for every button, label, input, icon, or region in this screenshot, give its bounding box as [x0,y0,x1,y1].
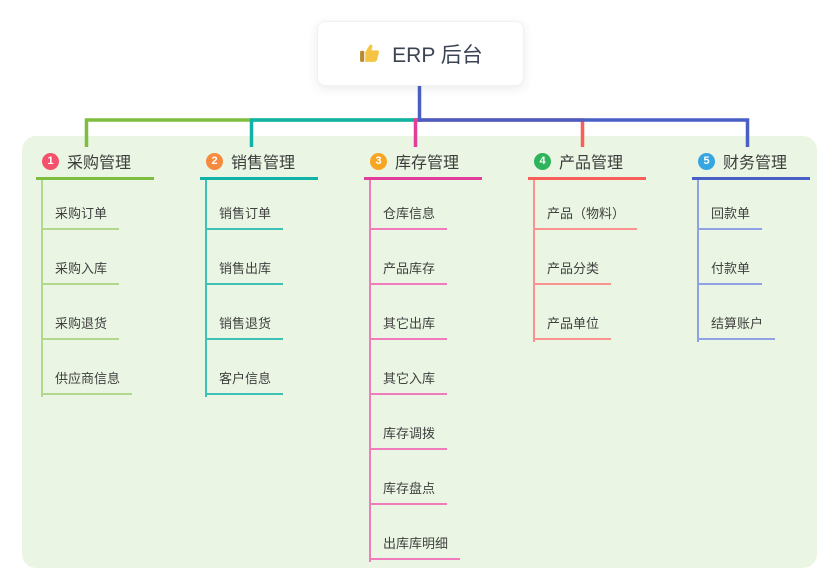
branch-number-badge: 3 [370,152,387,170]
child-node[interactable]: 付款单 [697,261,763,285]
branches-panel [22,136,817,568]
branch-trunk-line [41,180,43,397]
child-node[interactable]: 产品库存 [369,261,448,285]
child-node[interactable]: 采购退货 [41,316,120,340]
root-label: ERP 后台 [392,43,483,67]
child-node[interactable]: 出库库明细 [369,536,461,560]
branch-label: 库存管理 [395,155,460,172]
branch-label: 采购管理 [67,155,132,172]
child-node[interactable]: 库存调拨 [369,426,448,450]
child-node[interactable]: 其它出库 [369,316,448,340]
branch-number-badge: 1 [42,152,59,170]
child-node[interactable]: 产品分类 [533,261,612,285]
child-node[interactable]: 产品单位 [533,316,612,340]
branch-3-header[interactable]: 3 库存管理 [364,148,482,180]
branch-trunk-line [369,180,371,562]
child-node[interactable]: 库存盘点 [369,481,448,505]
branch-label: 产品管理 [559,155,624,172]
child-node[interactable]: 采购订单 [41,206,120,230]
branch-label: 财务管理 [723,155,788,172]
root-node[interactable]: ERP 后台 [317,21,524,86]
branch-trunk-line [697,180,699,342]
branch-1-header[interactable]: 1 采购管理 [36,148,154,180]
branch-4-header[interactable]: 4 产品管理 [528,148,646,180]
child-node[interactable]: 回款单 [697,206,763,230]
branch-trunk-line [533,180,535,342]
child-node[interactable]: 销售退货 [205,316,284,340]
branch-number-badge: 4 [534,152,551,170]
branch-5-header[interactable]: 5 财务管理 [692,148,810,180]
child-node[interactable]: 其它入库 [369,371,448,395]
branch-label: 销售管理 [231,155,296,172]
child-node[interactable]: 销售出库 [205,261,284,285]
child-node[interactable]: 采购入库 [41,261,120,285]
child-node[interactable]: 客户信息 [205,371,284,395]
child-node[interactable]: 供应商信息 [41,371,133,395]
thumbs-up-icon [358,41,383,66]
child-node[interactable]: 结算账户 [697,316,776,340]
branch-2-header[interactable]: 2 销售管理 [200,148,318,180]
child-node[interactable]: 产品（物料） [533,206,638,230]
branch-number-badge: 5 [698,152,715,170]
child-node[interactable]: 销售订单 [205,206,284,230]
branch-number-badge: 2 [206,152,223,170]
branch-trunk-line [205,180,207,397]
child-node[interactable]: 仓库信息 [369,206,448,230]
